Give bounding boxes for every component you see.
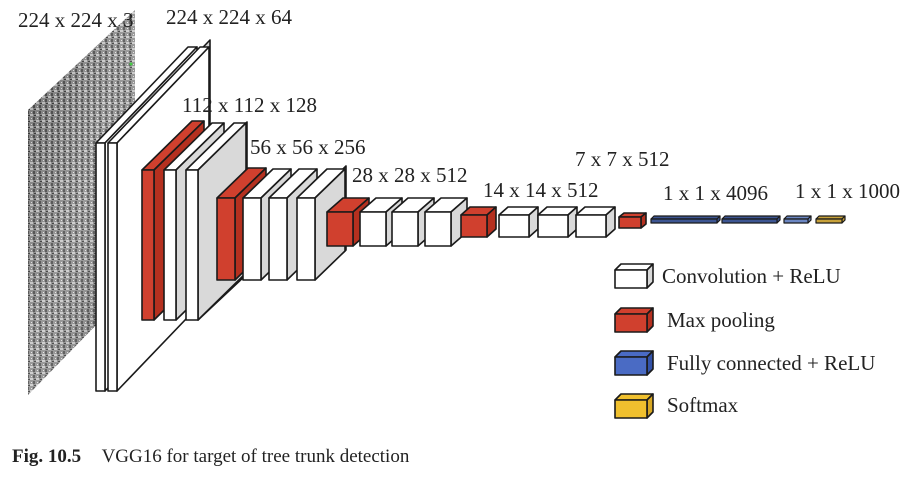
legend-label-fc: Fully connected + ReLU bbox=[667, 351, 875, 375]
stage6-pool-layer-front bbox=[618, 216, 642, 229]
stage2-pool-layer-front bbox=[141, 169, 155, 321]
legend-label-pool: Max pooling bbox=[667, 308, 775, 332]
network-layers bbox=[95, 39, 846, 392]
green-dot-marker bbox=[129, 62, 133, 66]
stage5-conv-layer-3-front bbox=[575, 214, 607, 238]
stage1-dims-label: 224 x 224 x 64 bbox=[166, 5, 293, 29]
stage3-conv-layer-1-front bbox=[242, 197, 262, 281]
legend-icon-fc bbox=[614, 350, 654, 376]
legend-icon-fc-front bbox=[614, 356, 648, 376]
legend-label-softmax: Softmax bbox=[667, 393, 739, 417]
stage2-conv-layer-1-front bbox=[163, 169, 177, 321]
stage5-conv-layer-2-front bbox=[537, 214, 569, 238]
stage3-block bbox=[216, 165, 347, 281]
legend-icon-pool bbox=[614, 307, 654, 333]
legend-icon-pool-front bbox=[614, 313, 648, 333]
stage4-conv-layer-1-front bbox=[359, 211, 387, 247]
stage5-conv-layer-3 bbox=[575, 206, 616, 238]
fc-layer-2 bbox=[721, 215, 781, 224]
stage2-dims-label: 112 x 112 x 128 bbox=[182, 93, 317, 117]
fc-dims-label: 1 x 1 x 4096 bbox=[663, 181, 768, 205]
stage4-pool-layer-front bbox=[326, 211, 354, 247]
fc-layer-3 bbox=[783, 215, 812, 224]
stage5-conv-layer-1-front bbox=[498, 214, 530, 238]
legend-icon-conv bbox=[614, 263, 654, 289]
stage5-block bbox=[460, 206, 616, 238]
fc-layer-1-front bbox=[650, 218, 718, 224]
vgg16-diagram: 224 x 224 x 3 224 x 224 x 64 112 x 112 x… bbox=[18, 5, 900, 419]
softmax-layer-front bbox=[815, 218, 843, 224]
legend-label-conv: Convolution + ReLU bbox=[662, 264, 841, 288]
legend-icon-softmax bbox=[614, 393, 654, 419]
stage1-conv-layer-1-front bbox=[95, 142, 106, 392]
fc-layer-2-front bbox=[721, 218, 778, 224]
fc-layer-1 bbox=[650, 215, 721, 224]
stage4-conv-layer-3-front bbox=[424, 211, 452, 247]
stage5-conv-layer-2 bbox=[537, 206, 578, 238]
stage3-dims-label: 56 x 56 x 256 bbox=[250, 135, 366, 159]
stage1-conv-layer-2-front bbox=[107, 142, 118, 392]
legend: Convolution + ReLU Max pooling Fully con… bbox=[614, 263, 875, 419]
stage4-conv-layer-2-front bbox=[391, 211, 419, 247]
output-dims-label: 1 x 1 x 1000 bbox=[795, 179, 900, 203]
stage2-conv-layer-2-front bbox=[185, 169, 199, 321]
stage4-block bbox=[326, 197, 468, 247]
legend-icon-conv-front bbox=[614, 269, 648, 289]
stage4-dims-label: 28 x 28 x 512 bbox=[352, 163, 468, 187]
stage3-conv-layer-2-front bbox=[268, 197, 288, 281]
stage5-pool-layer bbox=[460, 206, 497, 238]
figure-caption: Fig. 10.5 VGG16 for target of tree trunk… bbox=[12, 446, 409, 468]
stage5-pool-layer-front bbox=[460, 214, 488, 238]
figure-number: Fig. 10.5 bbox=[12, 446, 82, 467]
softmax-layer bbox=[815, 215, 846, 224]
stage6-dims-label: 7 x 7 x 512 bbox=[575, 147, 670, 171]
input-dims-label: 224 x 224 x 3 bbox=[18, 8, 134, 32]
figure-caption-text: VGG16 for target of tree trunk detection bbox=[101, 446, 410, 467]
stage6-pool-layer bbox=[618, 212, 647, 229]
stage5-dims-label: 14 x 14 x 512 bbox=[483, 178, 599, 202]
stage3-conv-layer-3-front bbox=[296, 197, 316, 281]
legend-icon-softmax-front bbox=[614, 399, 648, 419]
fc-layer-3-front bbox=[783, 218, 809, 224]
stage3-pool-layer-front bbox=[216, 197, 236, 281]
stage5-conv-layer-1 bbox=[498, 206, 539, 238]
